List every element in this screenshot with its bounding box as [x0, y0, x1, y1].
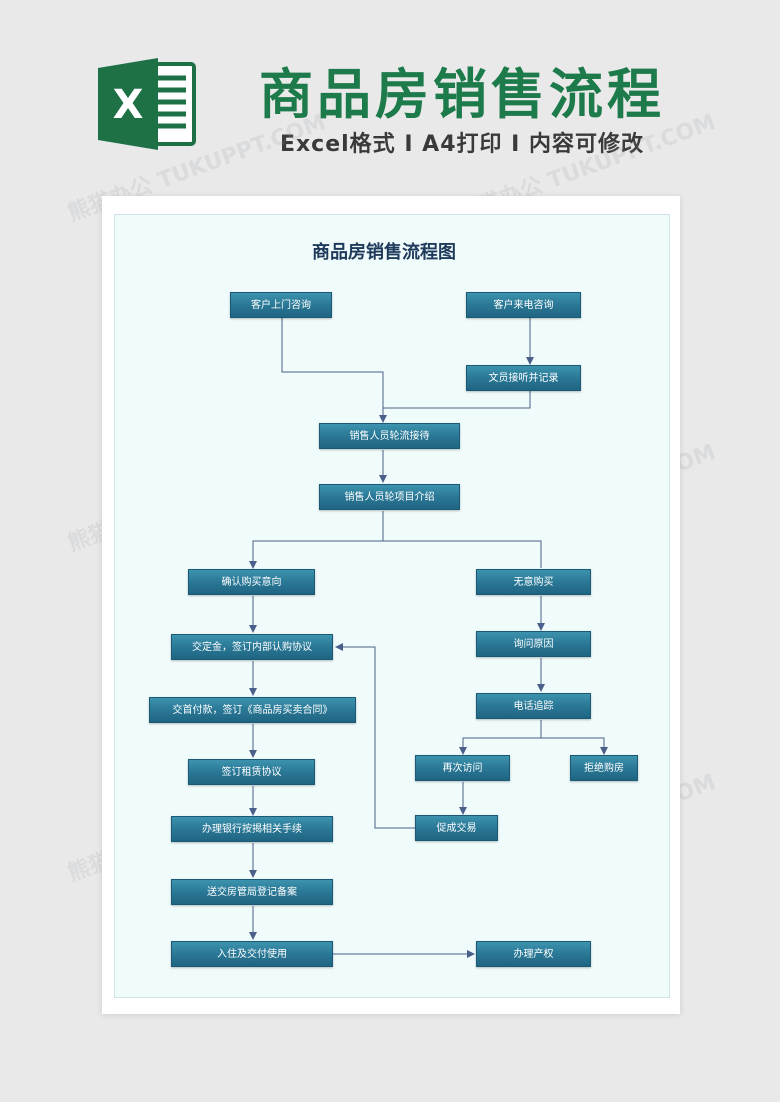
connector-intro-no-intent — [383, 540, 542, 568]
node-ask-reason[interactable]: 询问原因 — [476, 631, 591, 657]
node-down-payment[interactable]: 交首付款，签订《商品房买卖合同》 — [149, 697, 356, 723]
node-confirm[interactable]: 确认购买意向 — [188, 569, 315, 595]
node-no-intent[interactable]: 无意购买 — [476, 569, 591, 595]
logo-letter: X — [113, 82, 144, 128]
node-refuse[interactable]: 拒绝购房 — [570, 755, 638, 781]
node-intro[interactable]: 销售人员轮项目介绍 — [319, 484, 460, 510]
diagram-title: 商品房销售流程图 — [312, 242, 456, 263]
node-revisit[interactable]: 再次访问 — [415, 755, 510, 781]
node-bank[interactable]: 办理银行按揭相关手续 — [171, 816, 333, 842]
connector-deal-deposit — [335, 643, 415, 829]
diagram-canvas — [114, 214, 670, 998]
page-subtitle: Excel格式 I A4打印 I 内容可修改 — [279, 132, 645, 157]
node-move-in[interactable]: 入住及交付使用 — [171, 941, 333, 967]
header: X 商品房销售流程 Excel格式 I A4打印 I 内容可修改 — [0, 0, 780, 190]
node-visit[interactable]: 客户上门咨询 — [230, 292, 332, 318]
page-title: 商品房销售流程 — [259, 63, 665, 126]
node-follow-up[interactable]: 电话追踪 — [476, 693, 591, 719]
connector-visit-reception — [281, 318, 387, 423]
connector-follow-refuse — [541, 737, 608, 755]
node-property[interactable]: 办理产权 — [476, 941, 591, 967]
node-deposit[interactable]: 交定金，签订内部认购协议 — [171, 634, 333, 660]
connector-intro-confirm — [249, 511, 384, 569]
node-deal[interactable]: 促成交易 — [415, 815, 498, 841]
node-reception[interactable]: 销售人员轮流接待 — [319, 423, 460, 449]
node-record[interactable]: 文员接听并记录 — [466, 365, 581, 391]
node-call[interactable]: 客户来电咨询 — [466, 292, 581, 318]
node-registry[interactable]: 送交房管局登记备案 — [171, 879, 333, 905]
connector-record-reception — [383, 391, 531, 409]
node-lease[interactable]: 签订租赁协议 — [188, 759, 315, 785]
excel-icon: X — [98, 58, 196, 150]
connector-follow-revisit — [459, 720, 542, 755]
